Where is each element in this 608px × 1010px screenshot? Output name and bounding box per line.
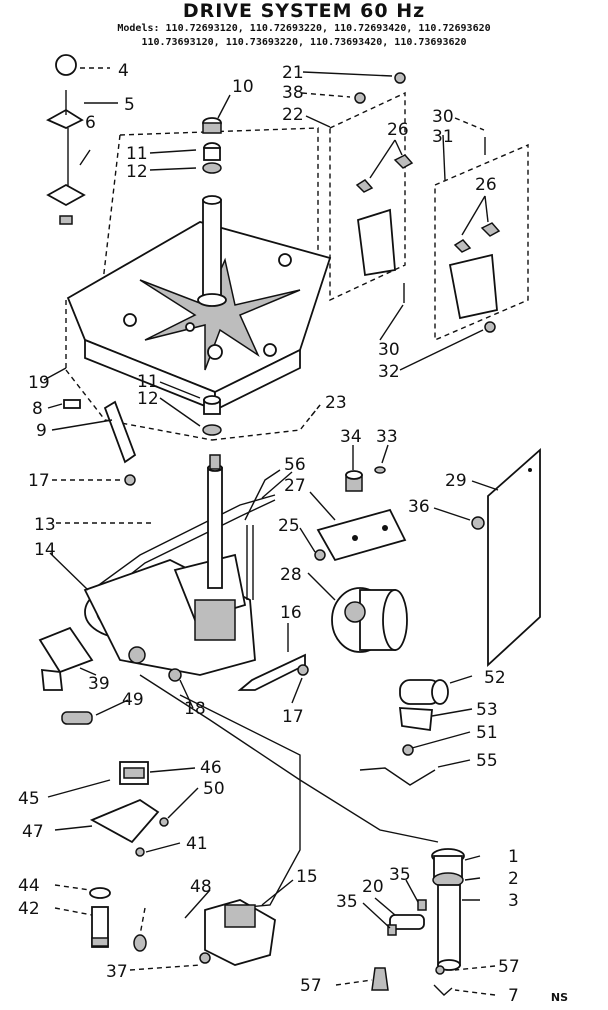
- drain-hose-parts-1-3: [431, 848, 465, 971]
- leader-lines: [43, 67, 499, 996]
- callout-44: 44: [18, 876, 40, 896]
- base-plate: [66, 221, 332, 412]
- callout-18: 18: [184, 699, 206, 719]
- callout-56: 56: [284, 455, 306, 475]
- callout-34: 34: [340, 427, 362, 447]
- callout-28: 28: [280, 565, 302, 585]
- rear-panel-29: [471, 448, 541, 668]
- callout-29: 29: [445, 471, 467, 491]
- bearing-upper: [202, 117, 222, 174]
- callout-48: 48: [190, 877, 212, 897]
- strap-part-9: [63, 399, 137, 486]
- callout-17-lower: 17: [282, 707, 304, 727]
- callout-1: 1: [508, 847, 519, 867]
- capacitor-clip-53: [359, 707, 436, 786]
- callout-12-lower: 12: [137, 389, 159, 409]
- cap-part-4: [55, 54, 77, 76]
- callout-42: 42: [18, 899, 40, 919]
- agitator-shaft: [207, 454, 223, 589]
- capacitor-part-52: [399, 679, 449, 705]
- part-34: [345, 466, 386, 492]
- callout-12-upper: 12: [126, 162, 148, 182]
- spring-part-49: [61, 711, 93, 725]
- callout-13: 13: [34, 515, 56, 535]
- callout-6: 6: [85, 113, 96, 133]
- callout-57-right: 57: [498, 957, 520, 977]
- diagram-title: DRIVE SYSTEM 60 Hz: [182, 0, 426, 22]
- callout-3: 3: [508, 891, 519, 911]
- callout-25: 25: [278, 516, 300, 536]
- callout-37: 37: [106, 962, 128, 982]
- callout-55: 55: [476, 751, 498, 771]
- side-panel-31: [434, 143, 529, 342]
- reference-code: NS: [550, 991, 568, 1004]
- callout-36: 36: [408, 497, 430, 517]
- hose-parts-35-20: [387, 899, 427, 936]
- lever-part-16: [237, 653, 309, 691]
- switch-part-46: [119, 761, 149, 785]
- bracket-part-39: [38, 626, 94, 691]
- callout-14: 14: [34, 540, 56, 560]
- callout-numbers: 4 5 6 10 11 12 21 38 22 26 30 31 26 30 3…: [18, 61, 520, 1006]
- motor-bracket-27: [314, 508, 407, 562]
- callout-7: 7: [508, 986, 519, 1006]
- callout-11-upper: 11: [126, 144, 148, 164]
- callout-30-upper: 30: [432, 107, 454, 127]
- callout-51: 51: [476, 723, 498, 743]
- callout-20: 20: [362, 877, 384, 897]
- callout-15: 15: [296, 867, 318, 887]
- callout-16: 16: [280, 603, 302, 623]
- callout-26-right: 26: [475, 175, 497, 195]
- bearing-lower: [202, 395, 222, 436]
- callout-8: 8: [32, 399, 43, 419]
- callout-2: 2: [508, 869, 519, 889]
- bracket-part-47: [89, 798, 169, 857]
- clamp-parts-57-7: [371, 965, 453, 996]
- belt-chain-56: [244, 469, 281, 600]
- callout-10: 10: [232, 77, 254, 97]
- callout-45: 45: [18, 789, 40, 809]
- leveling-leg-assembly: [45, 90, 91, 225]
- callout-38: 38: [282, 83, 304, 103]
- callout-33: 33: [376, 427, 398, 447]
- side-panel-22: [329, 91, 414, 302]
- callout-47: 47: [22, 822, 44, 842]
- callout-23: 23: [325, 393, 347, 413]
- callout-57-left: 57: [300, 976, 322, 996]
- callout-41: 41: [186, 834, 208, 854]
- callout-53: 53: [476, 700, 498, 720]
- callout-30-lower: 30: [378, 340, 400, 360]
- callout-31: 31: [432, 127, 454, 147]
- spin-tube-upper: [197, 195, 227, 307]
- callout-35-right: 35: [389, 865, 411, 885]
- callout-27: 27: [284, 476, 306, 496]
- callout-11-lower: 11: [137, 372, 159, 392]
- callout-21: 21: [282, 63, 304, 83]
- hose-part-44-42: [89, 887, 147, 952]
- callout-19: 19: [28, 373, 50, 393]
- callout-17-upper: 17: [28, 471, 50, 491]
- callout-49: 49: [122, 690, 144, 710]
- models-line-2: 110.73693120, 110.73693220, 110.73693420…: [141, 37, 467, 48]
- models-line-1: Models: 110.72693120, 110.72693220, 110.…: [117, 23, 491, 34]
- pump-part-15: [199, 899, 276, 966]
- callout-35-left: 35: [336, 892, 358, 912]
- callout-52: 52: [484, 668, 506, 688]
- callout-5: 5: [124, 95, 135, 115]
- transmission-housing: [83, 553, 256, 682]
- callout-32: 32: [378, 362, 400, 382]
- callout-50: 50: [203, 779, 225, 799]
- callout-26-left: 26: [387, 120, 409, 140]
- callout-9: 9: [36, 421, 47, 441]
- callout-39: 39: [88, 674, 110, 694]
- callout-46: 46: [200, 758, 222, 778]
- callout-22: 22: [282, 105, 304, 125]
- motor-part-28: [331, 587, 408, 653]
- callout-4: 4: [118, 61, 129, 81]
